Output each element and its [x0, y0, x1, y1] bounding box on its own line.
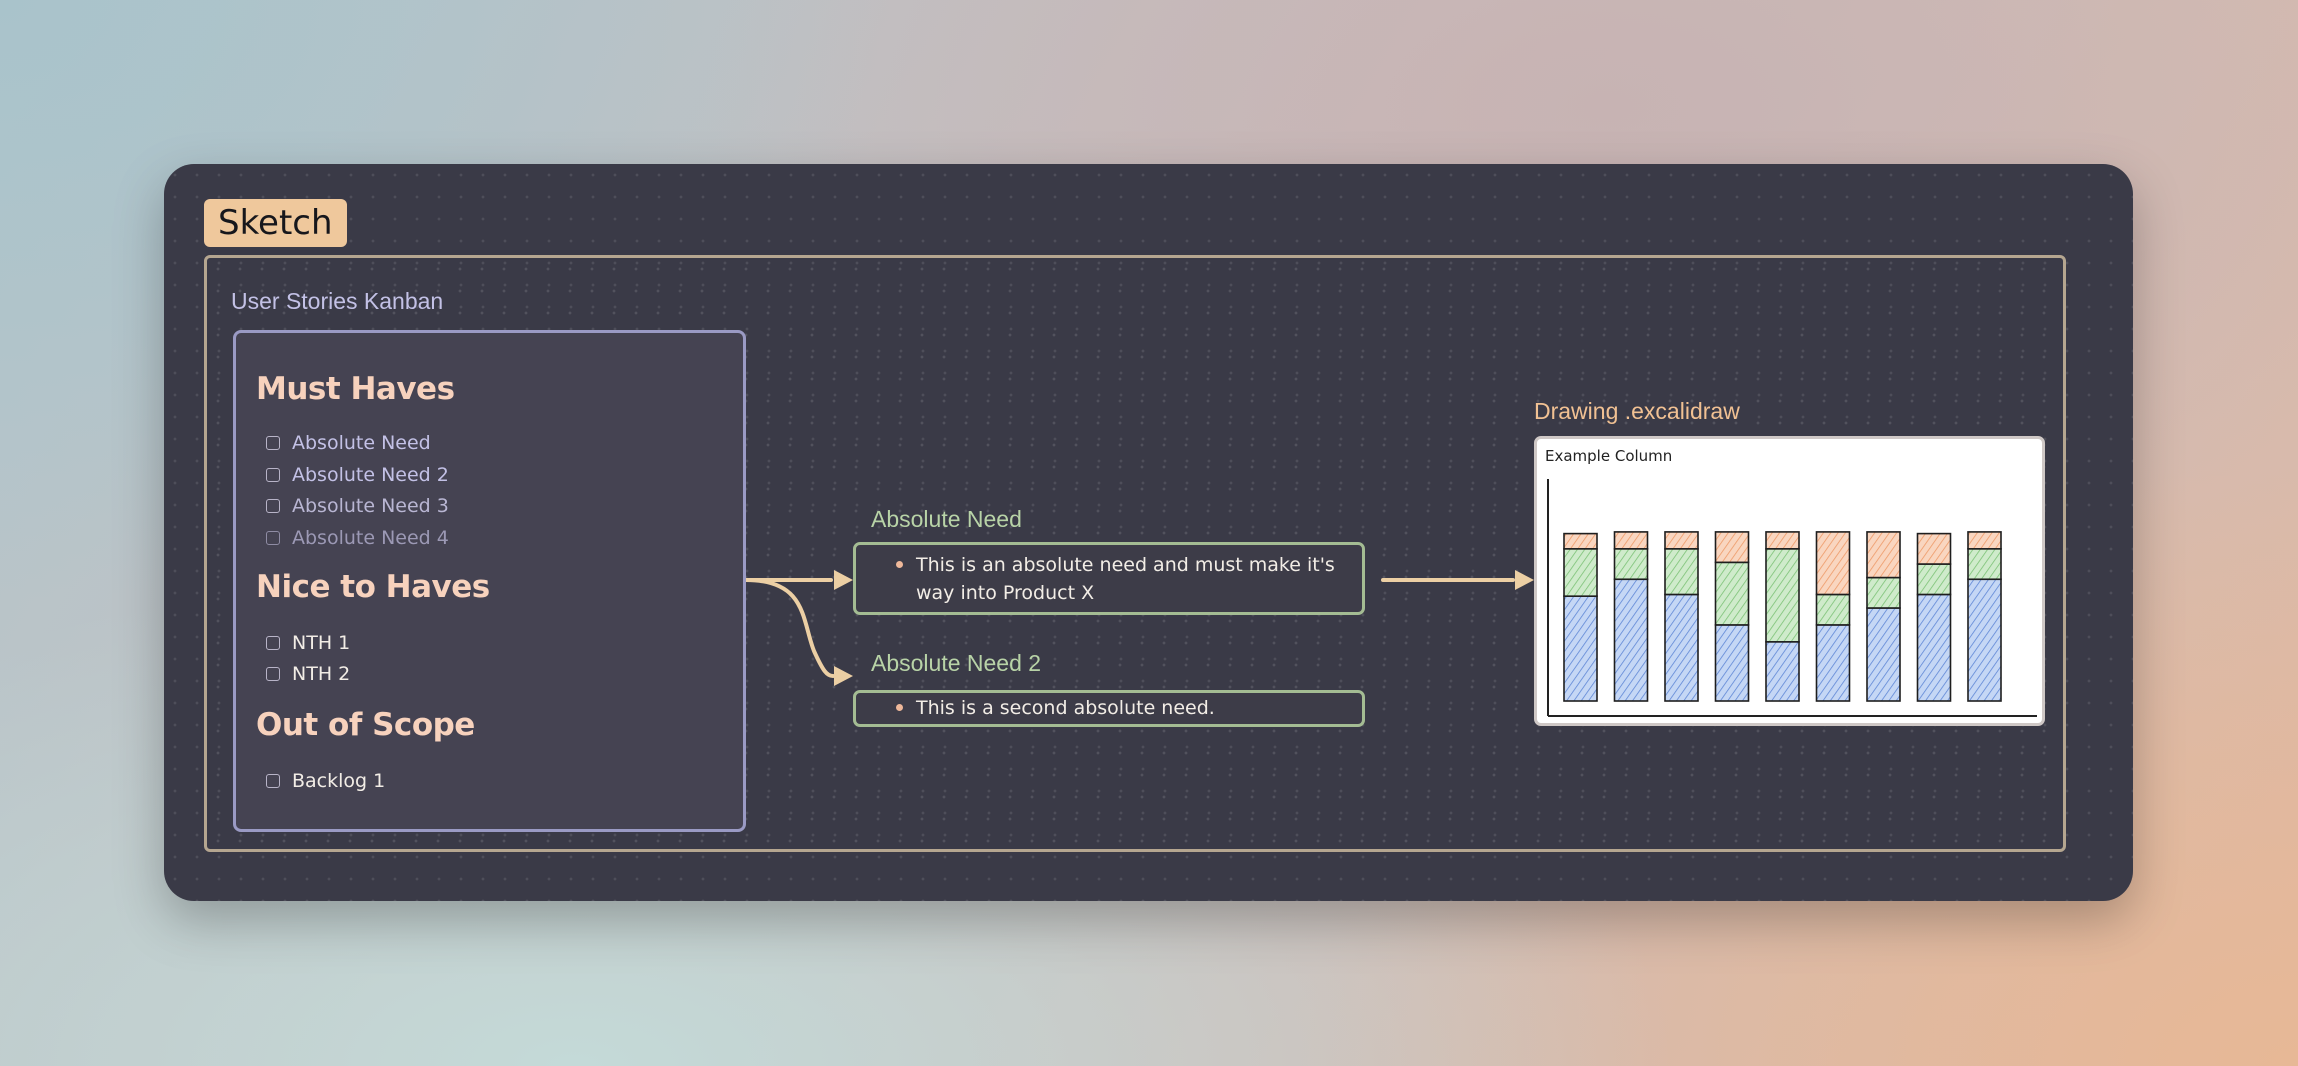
checklist-item[interactable]: NTH 1	[266, 629, 350, 657]
bar-segment-blue	[1967, 578, 2002, 702]
section-heading-must-haves: Must Haves	[256, 371, 455, 407]
chart-title: Example Column	[1545, 447, 1672, 465]
card-label-absolute-need: Absolute Need	[871, 506, 1022, 532]
bar-segment-orange	[1866, 531, 1901, 579]
bar-segment-blue	[1664, 593, 1699, 702]
section-heading-nice-to-haves: Nice to Haves	[256, 569, 490, 605]
edge-layer	[744, 570, 1534, 686]
checklist-item-label: Absolute Need 2	[292, 464, 449, 486]
bar-segment-green	[1967, 548, 2002, 581]
bar-segment-blue	[1714, 624, 1750, 702]
bar-segment-green	[1866, 576, 1901, 609]
checklist-item-label: Absolute Need	[292, 432, 431, 454]
bar-segment-blue	[1613, 578, 1649, 702]
card-node-absolute-need[interactable]: This is an absolute need and must make i…	[853, 542, 1365, 615]
bar-segment-blue	[1563, 595, 1598, 702]
checkbox-icon[interactable]	[266, 667, 280, 681]
sketch-canvas-window: Sketch User Stories Kanban Must Haves Ab…	[164, 164, 2133, 901]
section-heading-out-of-scope: Out of Scope	[256, 707, 475, 743]
excalidraw-drawing-node[interactable]: Example Column	[1534, 436, 2045, 726]
checklist-item[interactable]: Absolute Need 3	[266, 492, 449, 520]
checklist-item[interactable]: Absolute Need	[266, 429, 431, 457]
bar-segment-orange	[1664, 531, 1699, 550]
checklist-item[interactable]: Backlog 1	[266, 767, 385, 795]
bar-segment-blue	[1815, 624, 1851, 702]
card-bullet-text: This is a second absolute need.	[896, 694, 1346, 722]
bar-segment-orange	[1563, 532, 1598, 550]
bar-segment-green	[1664, 548, 1699, 596]
bar-segment-orange	[1815, 531, 1851, 596]
checklist-item-label: NTH 2	[292, 663, 351, 685]
edge-arrowhead-2	[834, 666, 853, 686]
checkbox-icon[interactable]	[266, 436, 280, 450]
drawing-node-label: Drawing .excalidraw	[1534, 398, 1740, 424]
canvas-title[interactable]: Sketch	[204, 199, 347, 247]
checklist-item-label: Absolute Need 4	[292, 527, 449, 549]
bar-segment-orange	[1613, 531, 1649, 550]
checklist-item[interactable]: Absolute Need 2	[266, 461, 449, 489]
bar-segment-green	[1916, 563, 1952, 596]
card-bullet-text: This is an absolute need and must make i…	[896, 551, 1346, 607]
card-label-absolute-need-2: Absolute Need 2	[871, 650, 1042, 676]
checklist-item[interactable]: NTH 2	[266, 660, 350, 688]
edge-arrowhead-1	[834, 570, 853, 590]
bar-segment-blue	[1916, 593, 1952, 702]
checkbox-icon[interactable]	[266, 774, 280, 788]
checklist-item-label: Backlog 1	[292, 770, 386, 792]
edge-kanban-to-absolute-need-2[interactable]	[744, 578, 835, 678]
checklist-item-label: Absolute Need 3	[292, 495, 449, 517]
stacked-column-chart: Example Column	[1545, 447, 2037, 717]
card-text: This is an absolute need and must make i…	[916, 554, 1335, 604]
checklist-item[interactable]: Absolute Need 4	[266, 524, 449, 552]
card-text: This is a second absolute need.	[916, 697, 1215, 719]
checklist-item-label: NTH 1	[292, 632, 351, 654]
bar-segment-orange	[1967, 531, 2002, 550]
bar-segment-orange	[1714, 531, 1750, 564]
kanban-note-node[interactable]: Must Haves Absolute Need Absolute Need 2…	[233, 330, 746, 832]
group-frame[interactable]: User Stories Kanban Must Haves Absolute …	[204, 255, 2066, 852]
edge-arrowhead-3	[1515, 570, 1534, 590]
bar-segment-green	[1563, 548, 1598, 597]
bar-segment-green	[1815, 593, 1851, 626]
bullet-dot	[896, 561, 903, 568]
card-node-absolute-need-2[interactable]: This is a second absolute need.	[853, 690, 1365, 727]
checkbox-icon[interactable]	[266, 468, 280, 482]
bar-segment-green	[1714, 561, 1750, 626]
bar-segment-green	[1765, 548, 1800, 643]
checkbox-icon[interactable]	[266, 531, 280, 545]
checkbox-icon[interactable]	[266, 499, 280, 513]
bar-segment-green	[1613, 548, 1649, 581]
bar-segment-orange	[1916, 532, 1952, 565]
bar-segment-orange	[1765, 531, 1800, 550]
chart-bars	[1563, 531, 2002, 702]
bar-segment-blue	[1765, 641, 1800, 702]
bullet-dot	[896, 704, 903, 711]
bar-segment-blue	[1866, 607, 1901, 702]
kanban-node-label: User Stories Kanban	[231, 288, 444, 314]
checkbox-icon[interactable]	[266, 636, 280, 650]
